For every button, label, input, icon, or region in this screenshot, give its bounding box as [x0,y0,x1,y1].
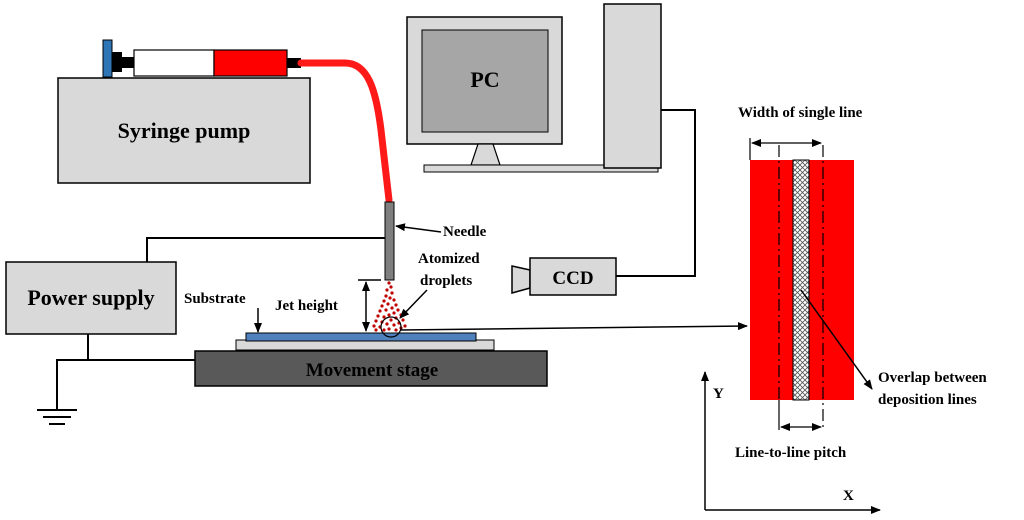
substrate [245,332,477,342]
jet-height-dimension [358,279,381,332]
ground-wire [37,334,195,425]
detail-callout-arrow [400,322,748,331]
ccd-body [529,257,617,296]
jet-height-label: Jet height [275,298,338,314]
movement-stage: Movement stage [194,332,548,387]
atomized-droplet-spray [372,281,407,332]
pc: PC [406,3,662,173]
pitch-label: Line-to-line pitch [735,445,847,461]
syringe [102,39,301,78]
syringe-pump: Syringe pump [57,77,311,184]
pc-monitor-screen [421,29,549,133]
substrate-label: Substrate [184,291,246,307]
pc-label: PC [470,67,499,92]
syringe-liquid [213,49,288,77]
syringe-barrel [133,49,215,77]
feed-tube [297,59,393,204]
overlap-pointer [800,289,873,390]
movement-stage-label: Movement stage [306,360,438,381]
power-supply-label: Power supply [27,285,154,310]
syringe-tip [287,58,301,68]
power-supply-box [5,261,177,335]
pc-monitor-stand [470,143,501,166]
atomized-droplets-label-line1: Atomized [418,251,480,267]
needle [384,201,395,281]
xy-axes: Y X [701,371,881,514]
y-axis-label: Y [713,386,724,402]
needle-pointer [395,223,442,233]
overlap-label-line1: Overlap between [878,370,987,386]
atomized-droplets-pointer [399,289,428,319]
movement-stage-base [194,350,548,387]
syringe-pump-box [57,77,311,184]
deposition-spot-marker [380,316,402,338]
pc-ccd-cable [615,109,696,277]
ccd-camera: CCD [511,257,617,296]
atomized-droplets-label-line2: droplets [420,273,472,289]
syringe-pump-label: Syringe pump [118,118,251,143]
needle-label: Needle [443,224,487,240]
syringe-plunger-head [122,57,134,68]
overlap-region [792,159,810,401]
deposition-detail [749,138,854,430]
ccd-lens [511,265,531,294]
ccd-label: CCD [552,268,593,289]
width-single-line-label: Width of single line [738,105,863,121]
power-supply: Power supply [5,261,177,335]
pc-tower [603,3,662,169]
x-axis-label: X [843,488,854,504]
overlap-label-line2: deposition lines [878,392,977,408]
needle-hv-wire [146,237,385,262]
syringe-plunger-cap [102,39,113,78]
syringe-plunger-rod [112,52,122,72]
